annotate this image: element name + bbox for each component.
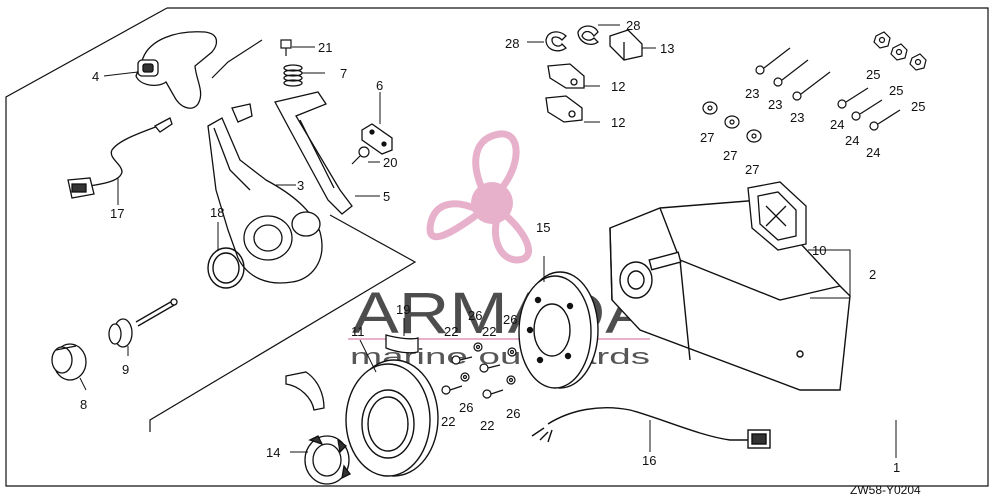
label-2: 2 <box>869 267 876 282</box>
label-22c: 22 <box>441 414 455 429</box>
label-22a: 22 <box>444 324 458 339</box>
label-8: 8 <box>80 397 87 412</box>
washers-27 <box>702 101 762 143</box>
screws-24 <box>837 87 901 131</box>
label-3: 3 <box>297 178 304 193</box>
switch-ring-part <box>285 371 351 485</box>
label-27c: 27 <box>745 162 759 177</box>
label-16: 16 <box>642 453 656 468</box>
clip-13-part <box>609 29 643 61</box>
label-26a: 26 <box>468 308 482 323</box>
label-23b: 23 <box>768 97 782 112</box>
o-ring-part <box>207 247 245 289</box>
leader-lines <box>79 24 897 458</box>
label-24c: 24 <box>866 145 880 160</box>
nuts-25 <box>873 31 927 71</box>
friction-plate-part <box>361 123 393 155</box>
label-24a: 24 <box>830 117 844 132</box>
propeller-logo-icon <box>426 130 532 264</box>
label-18: 18 <box>210 205 224 220</box>
trim-switch-wire-part <box>67 117 173 199</box>
label-12b: 12 <box>611 115 625 130</box>
seal-strip-part <box>385 334 419 354</box>
label-1: 1 <box>893 460 900 475</box>
control-lever-arm-part <box>207 103 323 284</box>
screw-20-part <box>351 146 370 165</box>
label-14: 14 <box>266 445 280 460</box>
label-10: 10 <box>812 243 826 258</box>
label-6: 6 <box>376 78 383 93</box>
label-28b: 28 <box>626 18 640 33</box>
label-20: 20 <box>383 155 397 170</box>
throttle-link-part <box>274 91 353 215</box>
label-26c: 26 <box>459 400 473 415</box>
gear-plate-part <box>518 271 599 389</box>
shaft-part <box>108 298 178 348</box>
label-12a: 12 <box>611 79 625 94</box>
label-17: 17 <box>110 206 124 221</box>
label-19: 19 <box>396 302 410 317</box>
gasket-plate-part <box>747 181 807 251</box>
label-13: 13 <box>660 41 674 56</box>
clamp-12-parts <box>545 63 585 123</box>
label-9: 9 <box>122 362 129 377</box>
clip-28-parts <box>545 25 599 52</box>
assembly-frame <box>5 7 989 487</box>
label-23a: 23 <box>745 86 759 101</box>
label-24b: 24 <box>845 133 859 148</box>
label-7: 7 <box>340 66 347 81</box>
watermark-brand: ARMADA <box>352 281 652 346</box>
label-4: 4 <box>92 69 99 84</box>
label-5: 5 <box>383 189 390 204</box>
screws-23 <box>755 47 831 101</box>
label-26d: 26 <box>506 406 520 421</box>
label-23c: 23 <box>790 110 804 125</box>
label-25a: 25 <box>866 67 880 82</box>
label-22b: 22 <box>482 324 496 339</box>
diagram-code: ZW58-Y0204 <box>850 483 921 497</box>
label-21: 21 <box>318 40 332 55</box>
washers-26 <box>460 342 517 385</box>
label-27a: 27 <box>700 130 714 145</box>
cover-part <box>345 359 439 477</box>
lever-grip-part <box>135 31 218 109</box>
label-28a: 28 <box>505 36 519 51</box>
label-25b: 25 <box>889 83 903 98</box>
part-labels: 1 2 3 4 5 6 7 8 9 10 11 12 12 13 14 15 1… <box>80 18 925 497</box>
label-22d: 22 <box>480 418 494 433</box>
label-25c: 25 <box>911 99 925 114</box>
label-27b: 27 <box>723 148 737 163</box>
label-15: 15 <box>536 220 550 235</box>
bolts-22 <box>441 355 504 399</box>
label-11: 11 <box>351 324 365 339</box>
wire-harness-part <box>531 407 771 449</box>
spring-part <box>283 64 303 87</box>
label-26b: 26 <box>503 312 517 327</box>
screw-21-part <box>280 39 292 56</box>
cap-part <box>51 343 87 381</box>
